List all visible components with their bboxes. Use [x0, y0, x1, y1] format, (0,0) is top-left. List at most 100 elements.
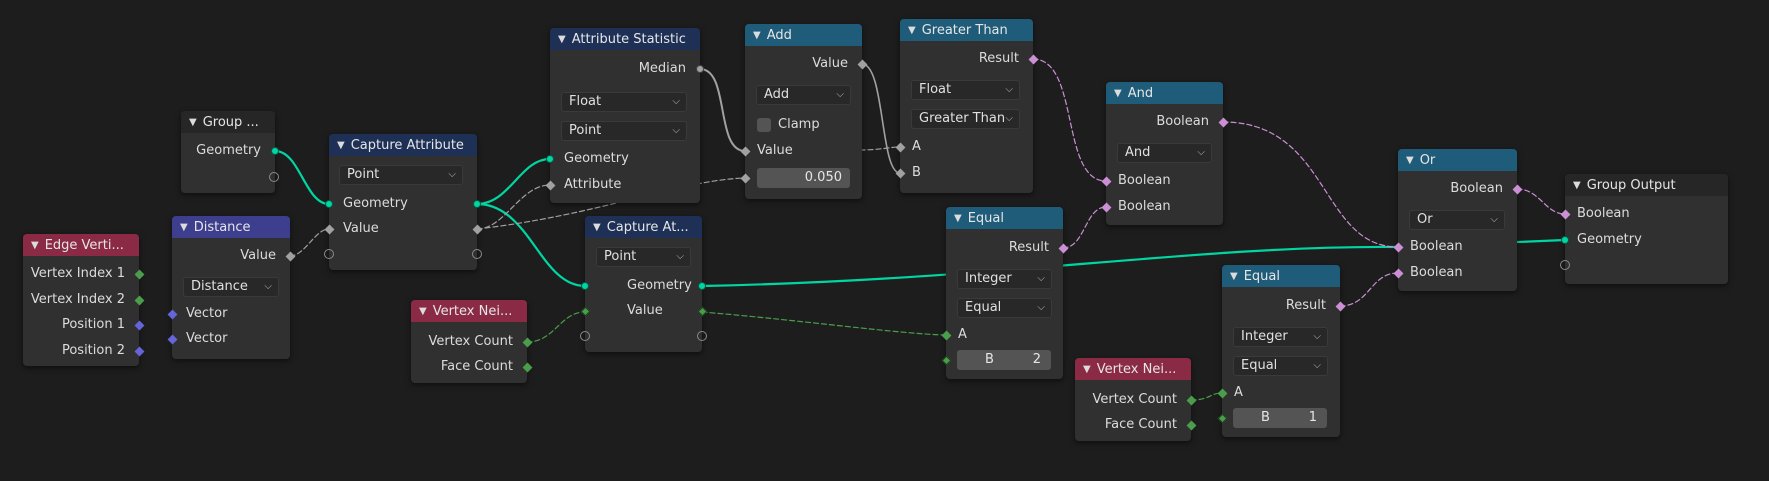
socket-int-out[interactable]	[522, 337, 532, 347]
node-capture-attribute-1[interactable]: ▼Capture Attribute Point⌵ Geometry Value	[324, 134, 482, 270]
socket-vector-in[interactable]	[167, 334, 177, 344]
socket-boolean-in[interactable]	[1393, 268, 1403, 278]
socket-int-out[interactable]	[134, 269, 144, 279]
socket-geometry-in[interactable]	[325, 200, 333, 208]
node-edge-vertices[interactable]: ▼Edge Verti... Vertex Index 1 Vertex Ind…	[23, 234, 144, 366]
node-header[interactable]: ▼Or	[1398, 149, 1517, 171]
socket-boolean-in[interactable]	[1101, 176, 1111, 186]
socket-int-out[interactable]	[1186, 420, 1196, 430]
node-attribute-statistic[interactable]: ▼Attribute Statistic Median Float⌵ Point…	[545, 28, 704, 203]
math-operation-dropdown[interactable]: Add⌵	[756, 85, 851, 105]
node-distance[interactable]: ▼Distance Value Distance⌵ Vector Vector	[167, 216, 295, 359]
node-header[interactable]: ▼Equal	[1222, 265, 1340, 287]
socket-boolean-in[interactable]	[1101, 202, 1111, 212]
socket-float-in-b[interactable]	[895, 168, 905, 178]
socket-geometry-out[interactable]	[271, 147, 279, 155]
socket-int-out[interactable]	[697, 306, 707, 316]
node-header[interactable]: ▼Add	[745, 24, 862, 46]
socket-int-in-b[interactable]	[1217, 413, 1227, 423]
capture-domain-dropdown[interactable]: Point⌵	[339, 165, 463, 185]
chevron-down-icon[interactable]: ▼	[954, 212, 962, 224]
node-group-input[interactable]: ▼Group ... Geometry	[181, 111, 279, 193]
node-group-output[interactable]: ▼Group Output Boolean Geometry	[1560, 174, 1728, 284]
socket-extension-in[interactable]	[580, 331, 590, 341]
node-header[interactable]: ▼Group ...	[181, 111, 275, 133]
socket-extension-out[interactable]	[472, 249, 482, 259]
node-header[interactable]: ▼Attribute Statistic	[550, 28, 700, 50]
socket-int-in-b[interactable]	[941, 355, 951, 365]
node-vertex-neighbors-1[interactable]: ▼Vertex Nei... Vertex Count Face Count	[411, 300, 532, 383]
node-header[interactable]: ▼Group Output	[1565, 174, 1728, 196]
node-header[interactable]: ▼Equal	[946, 207, 1063, 229]
socket-boolean-out[interactable]	[1512, 184, 1522, 194]
b-value-input-field[interactable]: B 1	[1233, 408, 1327, 428]
boolean-operation-dropdown[interactable]: And⌵	[1117, 143, 1212, 163]
node-add[interactable]: ▼Add Value Add⌵ Clamp Value 0.050	[740, 24, 867, 199]
chevron-down-icon[interactable]: ▼	[558, 33, 566, 45]
socket-float-in[interactable]	[740, 173, 750, 183]
chevron-down-icon[interactable]: ▼	[753, 29, 761, 41]
chevron-down-icon[interactable]: ▼	[1573, 179, 1581, 191]
socket-extension-out[interactable]	[697, 331, 707, 341]
socket-boolean-in[interactable]	[1393, 242, 1403, 252]
socket-int-out[interactable]	[522, 362, 532, 372]
socket-float-out[interactable]	[285, 251, 295, 261]
chevron-down-icon[interactable]: ▼	[908, 24, 916, 36]
socket-extension-in[interactable]	[1560, 260, 1570, 270]
socket-float-out[interactable]	[857, 59, 867, 69]
data-type-dropdown[interactable]: Float⌵	[561, 92, 687, 112]
socket-boolean-out[interactable]	[1218, 117, 1228, 127]
socket-extension-in[interactable]	[324, 249, 334, 259]
socket-int-out[interactable]	[134, 295, 144, 305]
socket-boolean-in[interactable]	[1560, 209, 1570, 219]
socket-boolean-out[interactable]	[1028, 54, 1038, 64]
socket-float-in-a[interactable]	[895, 142, 905, 152]
node-equal-1[interactable]: ▼Equal Result Integer⌵ Equal⌵ A B 2	[941, 207, 1068, 379]
chevron-down-icon[interactable]: ▼	[189, 116, 197, 128]
socket-vector-in[interactable]	[167, 309, 177, 319]
b-value-input-field[interactable]: B 2	[957, 350, 1051, 370]
socket-int-in-a[interactable]	[1217, 388, 1227, 398]
compare-type-dropdown[interactable]: Float⌵	[911, 80, 1020, 100]
socket-geometry-in[interactable]	[1561, 236, 1569, 244]
socket-geometry-out[interactable]	[698, 282, 706, 290]
socket-extension[interactable]	[269, 172, 279, 182]
chevron-down-icon[interactable]: ▼	[31, 239, 39, 251]
chevron-down-icon[interactable]: ▼	[419, 305, 427, 317]
node-header[interactable]: ▼Distance	[172, 216, 290, 238]
chevron-down-icon[interactable]: ▼	[337, 139, 345, 151]
socket-int-out[interactable]	[1186, 395, 1196, 405]
node-header[interactable]: ▼Capture At...	[585, 216, 702, 238]
node-header[interactable]: ▼Greater Than	[900, 19, 1033, 41]
compare-operation-dropdown[interactable]: Greater Than⌵	[911, 109, 1020, 129]
capture-domain-dropdown[interactable]: Point⌵	[596, 247, 691, 267]
chevron-down-icon[interactable]: ▼	[593, 221, 601, 233]
node-header[interactable]: ▼Edge Verti...	[23, 234, 139, 256]
value-input-field[interactable]: 0.050	[757, 168, 850, 188]
socket-float-in[interactable]	[740, 146, 750, 156]
chevron-down-icon[interactable]: ▼	[1083, 363, 1091, 375]
compare-type-dropdown[interactable]: Integer⌵	[957, 269, 1052, 289]
socket-vector-out[interactable]	[134, 320, 144, 330]
socket-float-in[interactable]	[545, 180, 555, 190]
socket-float-out[interactable]	[472, 224, 482, 234]
node-vertex-neighbors-2[interactable]: ▼Vertex Nei... Vertex Count Face Count	[1075, 358, 1196, 441]
node-header[interactable]: ▼Capture Attribute	[329, 134, 477, 156]
node-equal-2[interactable]: ▼Equal Result Integer⌵ Equal⌵ A B 1	[1217, 265, 1345, 437]
node-greater-than[interactable]: ▼Greater Than Result Float⌵ Greater Than…	[895, 19, 1038, 193]
socket-boolean-out[interactable]	[1058, 243, 1068, 253]
socket-geometry-in[interactable]	[581, 282, 589, 290]
node-header[interactable]: ▼And	[1106, 82, 1223, 104]
socket-float-out[interactable]	[696, 65, 704, 73]
socket-boolean-out[interactable]	[1335, 301, 1345, 311]
socket-geometry-out[interactable]	[473, 200, 481, 208]
socket-geometry-in[interactable]	[546, 155, 554, 163]
socket-vector-out[interactable]	[134, 346, 144, 356]
domain-dropdown[interactable]: Point⌵	[561, 121, 687, 141]
chevron-down-icon[interactable]: ▼	[1114, 87, 1122, 99]
node-and[interactable]: ▼And Boolean And⌵ Boolean Boolean	[1101, 82, 1228, 225]
compare-operation-dropdown[interactable]: Equal⌵	[1233, 356, 1328, 376]
socket-float-in[interactable]	[324, 224, 334, 234]
compare-operation-dropdown[interactable]: Equal⌵	[957, 298, 1052, 318]
